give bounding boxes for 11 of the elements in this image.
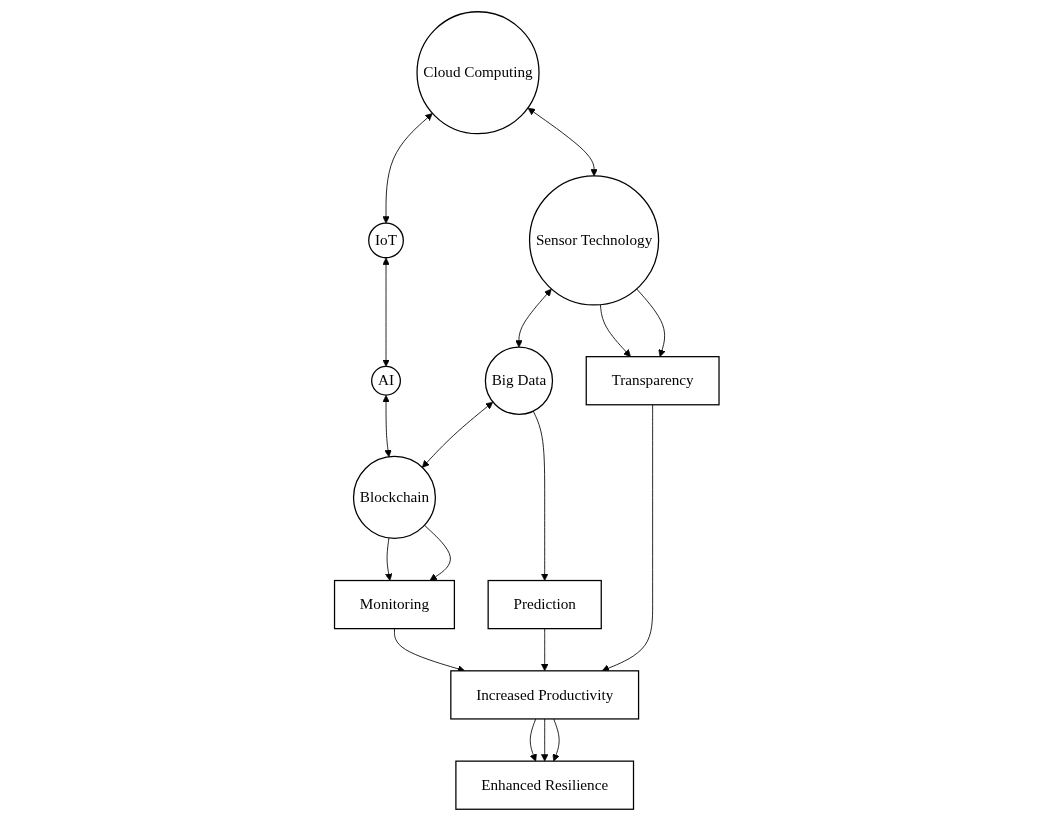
node-circle: Cloud Computing xyxy=(416,11,540,135)
node-circle: AI xyxy=(370,365,401,396)
node-circle: Sensor Technology xyxy=(528,175,659,306)
node-circle: Big Data xyxy=(484,346,553,415)
node-box: Enhanced Resilience xyxy=(454,760,634,810)
node-box: Transparency xyxy=(585,356,720,406)
node-box: Prediction xyxy=(487,579,602,630)
node-circle: Blockchain xyxy=(352,455,436,539)
node-box: Increased Productivity xyxy=(449,670,639,720)
node-circle: IoT xyxy=(367,222,404,259)
node-box: Monitoring xyxy=(333,579,455,630)
